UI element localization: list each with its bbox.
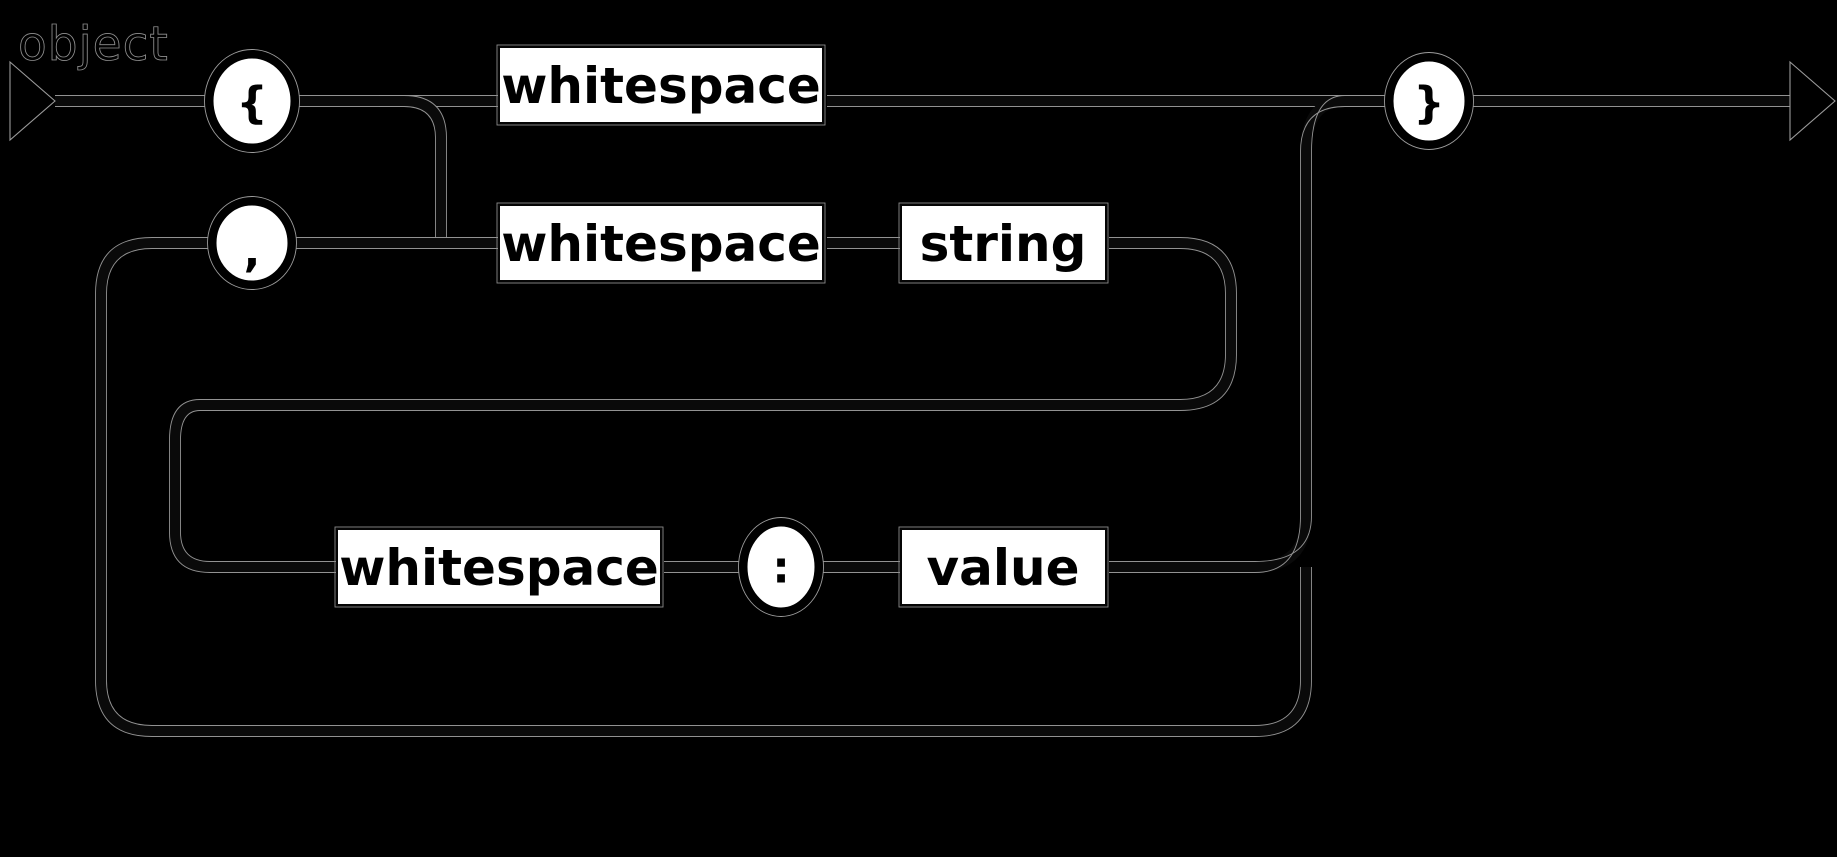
nonterminal-string[interactable]: string	[898, 202, 1109, 284]
nonterminal-whitespace-mid[interactable]: whitespace	[496, 202, 827, 284]
nonterminal-string-label: string	[920, 215, 1087, 273]
terminal-open-brace-label: {	[236, 78, 267, 129]
nonterminal-whitespace-top[interactable]: whitespace	[496, 44, 827, 126]
nonterminal-whitespace-mid-label: whitespace	[501, 215, 821, 273]
terminal-comma[interactable]: ,	[207, 196, 297, 290]
terminal-close-brace[interactable]: }	[1384, 52, 1474, 150]
terminal-close-brace-label: }	[1413, 78, 1444, 129]
nonterminal-value[interactable]: value	[898, 526, 1109, 608]
nonterminal-value-label: value	[927, 539, 1080, 597]
start-arrow-icon	[9, 60, 56, 142]
terminal-colon[interactable]: :	[738, 517, 824, 617]
track-lines	[55, 95, 1790, 737]
terminal-colon-label: :	[772, 543, 790, 594]
nonterminal-whitespace-bottom[interactable]: whitespace	[334, 526, 664, 608]
nonterminal-whitespace-top-label: whitespace	[501, 57, 821, 115]
end-arrow-icon	[1789, 60, 1836, 142]
terminal-comma-label: ,	[244, 227, 261, 278]
terminal-open-brace[interactable]: {	[204, 49, 300, 153]
nonterminal-whitespace-bottom-label: whitespace	[339, 539, 659, 597]
diagram-title: object	[18, 17, 169, 72]
